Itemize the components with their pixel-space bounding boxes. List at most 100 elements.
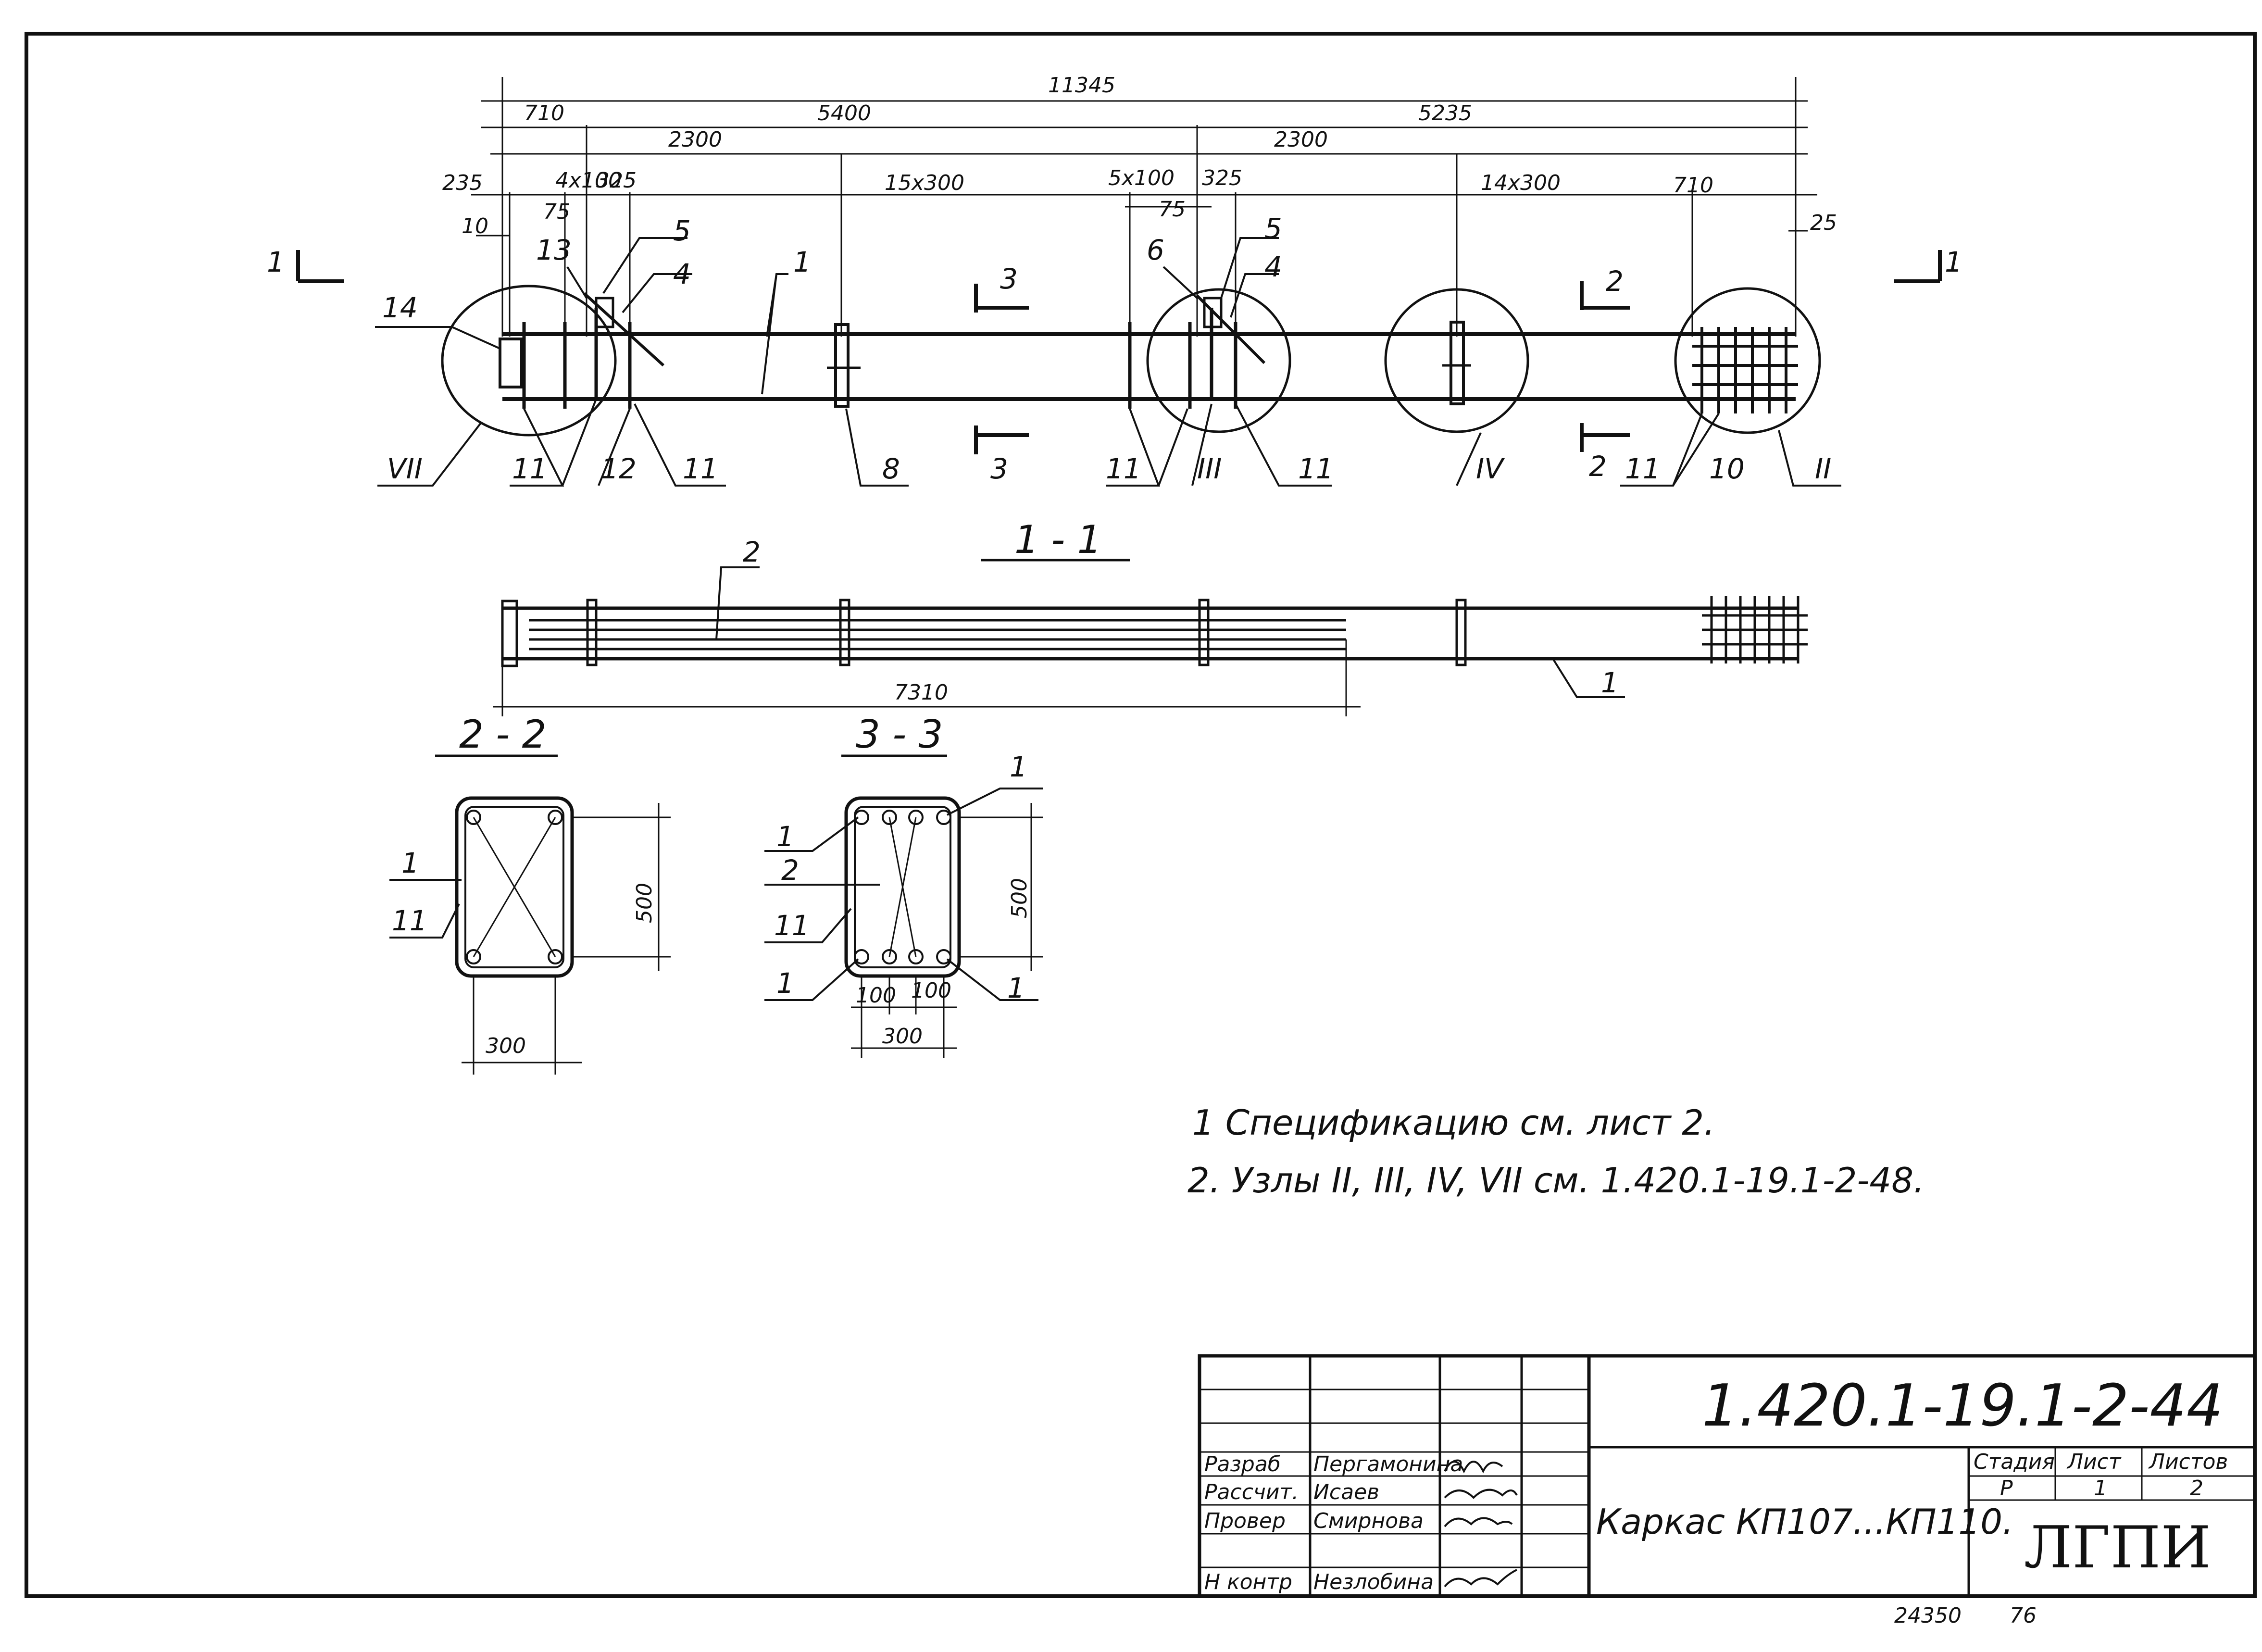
role-developer: Разраб [1204,1452,1281,1477]
node-vii: VII [387,452,423,485]
document-code: 1.420.1-19.1-2-44 [1702,1373,2223,1439]
signatures [1444,1461,1518,1588]
section-3-3-title: 3 - 3 [856,712,943,757]
pos-5-right: 5 [1264,212,1282,245]
dim-22-height: 500 [632,883,657,923]
sec33-pos-2: 2 [781,854,799,887]
sheets-header: Листов [2148,1450,2228,1474]
node-ii-circle [1674,287,1821,434]
pos-12: 12 [601,452,637,485]
cut-left-label: 1 [267,246,285,278]
sheet-value: 1 [2094,1476,2107,1501]
name-checker: Смирнова [1313,1509,1424,1533]
sheets-value: 2 [2190,1476,2203,1501]
dim-33-spacing-b: 100 [911,978,951,1003]
archive-number: 24350 [1894,1603,1962,1628]
dim-75-left: 75 [543,200,570,224]
sec33-pos-1-c: 1 [1010,751,1027,783]
drawing-title: Каркас КП107...КП110. [1596,1502,2013,1542]
pos-8: 8 [882,452,900,485]
sec22-pos-11: 11 [392,904,427,937]
pos-2-top: 2 [1606,265,1624,298]
title-block-rows: Разраб Пергамонина Рассчит. Исаев Провер… [1204,1452,1463,1594]
section-1-1-title: 1 - 1 [1014,517,1102,562]
sec33-pos-1-b: 1 [776,967,794,1000]
pos-11-c: 11 [1106,452,1141,485]
dim-15x300: 15x300 [885,171,964,195]
organization: ЛГПИ [2024,1514,2211,1581]
pos-10: 10 [1709,452,1745,485]
dim-325-left: 325 [596,168,637,193]
stage-value: Р [2000,1476,2013,1501]
pos-1-top: 1 [793,246,811,278]
plan-view [296,77,1942,487]
note-1: 1 Спецификацию см. лист 2. [1192,1102,1715,1143]
dim-5x100: 5x100 [1108,166,1175,190]
dim-710-left: 710 [524,101,564,125]
pos-14: 14 [382,291,418,324]
dim-33-width: 300 [882,1024,923,1049]
pos-11-e: 11 [1625,452,1661,485]
section-1-1 [493,566,1808,716]
dim-75-right: 75 [1159,197,1186,222]
name-calculator: Исаев [1313,1480,1379,1504]
sec33-pos-11: 11 [774,909,810,942]
dim-5235: 5235 [1418,101,1472,125]
dim-14x300: 14x300 [1481,171,1561,195]
node-vii-circle [441,285,617,437]
dim-710-right: 710 [1673,173,1713,198]
node-iii: III [1197,452,1222,485]
dim-7310: 7310 [894,680,948,705]
name-norm-control: Незлобина [1313,1570,1434,1594]
dim-2300-left: 2300 [668,127,722,152]
plan-positions: 1 1 14 13 5 4 1 3 6 5 4 2 VII 11 12 11 8… [267,212,1962,485]
dim-33-spacing-a: 100 [856,983,896,1008]
sec11-pos-2: 2 [743,536,761,568]
dim-22-width: 300 [486,1034,526,1058]
dim-4x100: 4x100 [555,168,622,193]
role-calculator: Рассчит. [1204,1480,1299,1504]
node-iv: IV [1476,452,1505,485]
dim-25: 25 [1810,211,1837,235]
section-3-3 [764,788,1043,1058]
dim-overall: 11345 [1048,73,1115,98]
role-norm-control: Н контр [1204,1570,1292,1594]
pos-4-right: 4 [1264,250,1282,283]
pos-2-bottom: 2 [1589,450,1607,483]
title-block [1198,1354,2257,1598]
dim-235: 235 [442,171,483,195]
pos-11-b: 11 [683,452,718,485]
name-developer: Пергамонина [1313,1452,1463,1477]
role-checker: Провер [1204,1509,1286,1533]
plan-dimensions: 11345 710 5400 5235 2300 2300 235 4x100 … [442,73,1837,238]
pos-6: 6 [1147,234,1164,266]
node-ii: II [1815,452,1831,485]
dim-5400: 5400 [817,101,871,125]
dim-325-right: 325 [1202,166,1242,190]
pos-11-a: 11 [512,452,548,485]
pos-3-top: 3 [1000,263,1018,295]
sec33-pos-1-a: 1 [776,820,794,853]
sec22-pos-1: 1 [401,847,419,879]
pos-11-d: 11 [1298,452,1334,485]
sec11-pos-1: 1 [1601,666,1619,699]
section-2-2 [389,796,671,1075]
dim-33-height: 500 [1007,878,1032,918]
pos-13: 13 [536,234,572,266]
dim-10: 10 [462,214,488,238]
sheet-border [25,32,2257,1598]
note-2: 2. Узлы II, III, IV, VII см. 1.420.1-19.… [1187,1160,1925,1201]
sheet-header: Лист [2066,1450,2122,1474]
cut-right-label: 1 [1945,246,1962,278]
section-2-2-title: 2 - 2 [459,712,547,757]
pos-5-left: 5 [673,214,691,247]
node-iii-circle [1146,288,1291,433]
pos-4-left: 4 [673,258,691,290]
pos-3-bottom: 3 [990,452,1008,485]
stage-header: Стадия [1974,1450,2055,1474]
sec33-pos-1-d: 1 [1007,972,1025,1004]
page-number: 76 [2010,1603,2037,1628]
dim-2300-right: 2300 [1274,127,1328,152]
node-iv-circle [1384,288,1529,433]
